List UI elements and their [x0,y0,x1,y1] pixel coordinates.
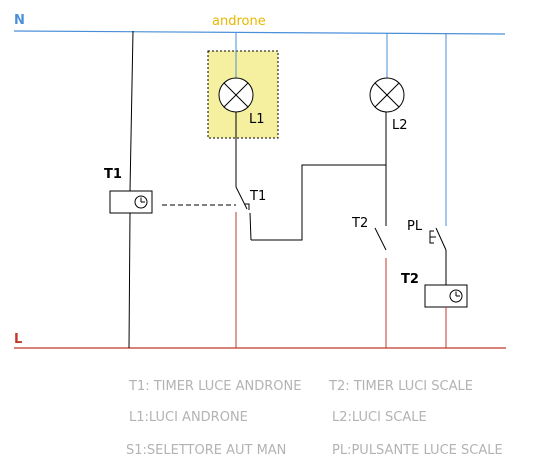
area-label: androne [212,14,266,29]
lamp-l2-icon [369,77,405,113]
pushbutton-pl [429,227,447,285]
t1-live-wire [128,212,131,349]
timer-t2-label: T2 [401,272,419,287]
pushbutton-pl-label: PL [407,219,423,234]
neutral-label: N [14,13,25,28]
timer-t2 [424,284,468,308]
legend-t2: T2: TIMER LUCI SCALE [328,379,473,394]
legend-l2: L2:LUCI SCALE [332,410,427,425]
legend-pl: PL:PULSANTE LUCE SCALE [332,443,503,458]
lamp-l1-icon [218,77,254,113]
lamp-l1-label: L1 [249,112,265,127]
live-label: L [14,332,22,347]
legend-l1: L1:LUCI ANDRONE [129,410,248,425]
neutral-rail [13,30,506,35]
legend-s1: S1:SELETTORE AUT MAN [126,443,286,458]
legend-t1: T1: TIMER LUCE ANDRONE [128,379,301,394]
t1-contact-switch [235,186,252,241]
link-wire [251,164,386,241]
t2-contact-switch [374,227,387,251]
t1-contact-label: T1 [249,189,266,204]
timer-t1 [109,190,153,214]
timer-t1-label: T1 [104,167,122,182]
clock-icon [134,195,148,209]
t1-neutral-wire [129,30,134,192]
t2-contact-label: T2 [351,216,368,231]
lamp-l2-label: L2 [392,118,408,133]
clock-icon [449,289,463,303]
